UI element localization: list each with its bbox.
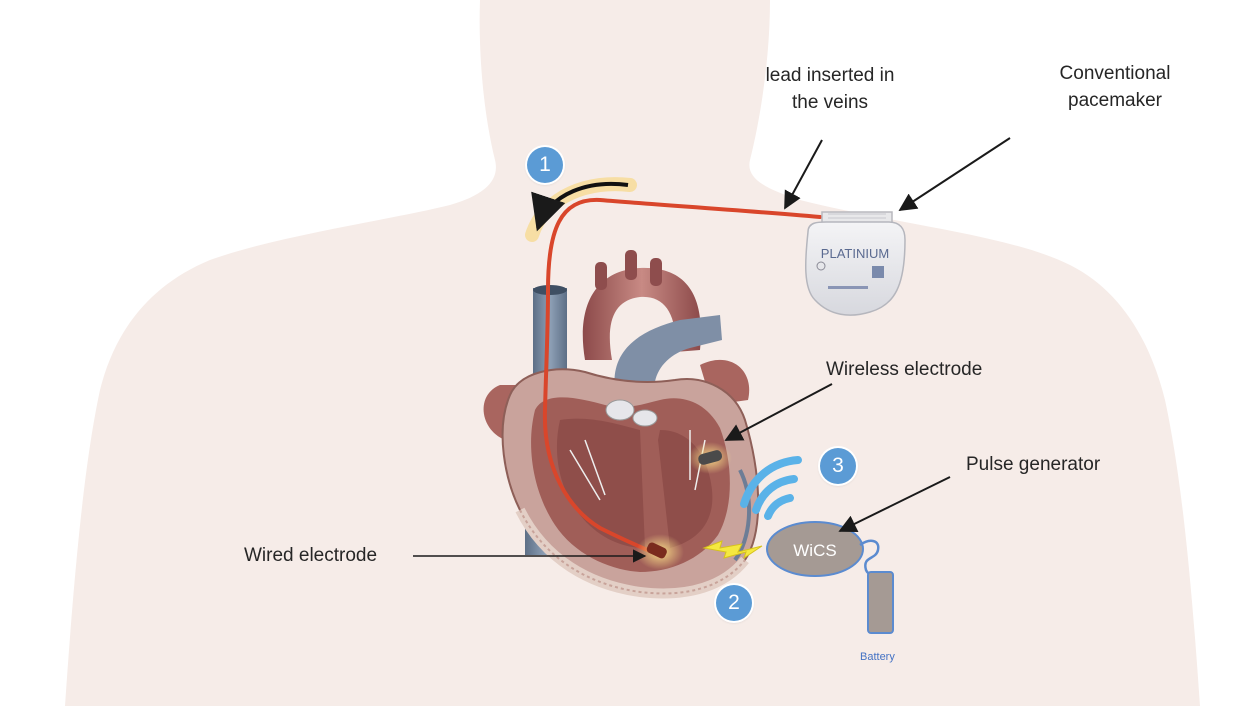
conventional-pacemaker: PLATINIUM bbox=[806, 212, 905, 315]
pacemaker-pointer-arrow bbox=[900, 138, 1010, 210]
pacemaker-label: Conventional pacemaker bbox=[1030, 60, 1200, 114]
pacemaker-brand: PLATINIUM bbox=[821, 246, 889, 261]
lead-pointer-arrow bbox=[785, 140, 822, 208]
pulse-generator-text-label: Pulse generator bbox=[966, 451, 1100, 478]
wireless-electrode-label: Wireless electrode bbox=[826, 356, 982, 383]
wired-electrode-label: Wired electrode bbox=[244, 542, 377, 569]
lead-label: lead inserted in the veins bbox=[745, 62, 915, 116]
battery-label: Battery bbox=[860, 651, 895, 663]
step-badge-1: 1 bbox=[527, 147, 563, 183]
pulse-generator-label: WiCS bbox=[793, 541, 836, 560]
step-badge-3: 3 bbox=[820, 448, 856, 484]
step-badge-2: 2 bbox=[716, 585, 752, 621]
battery bbox=[868, 572, 893, 633]
